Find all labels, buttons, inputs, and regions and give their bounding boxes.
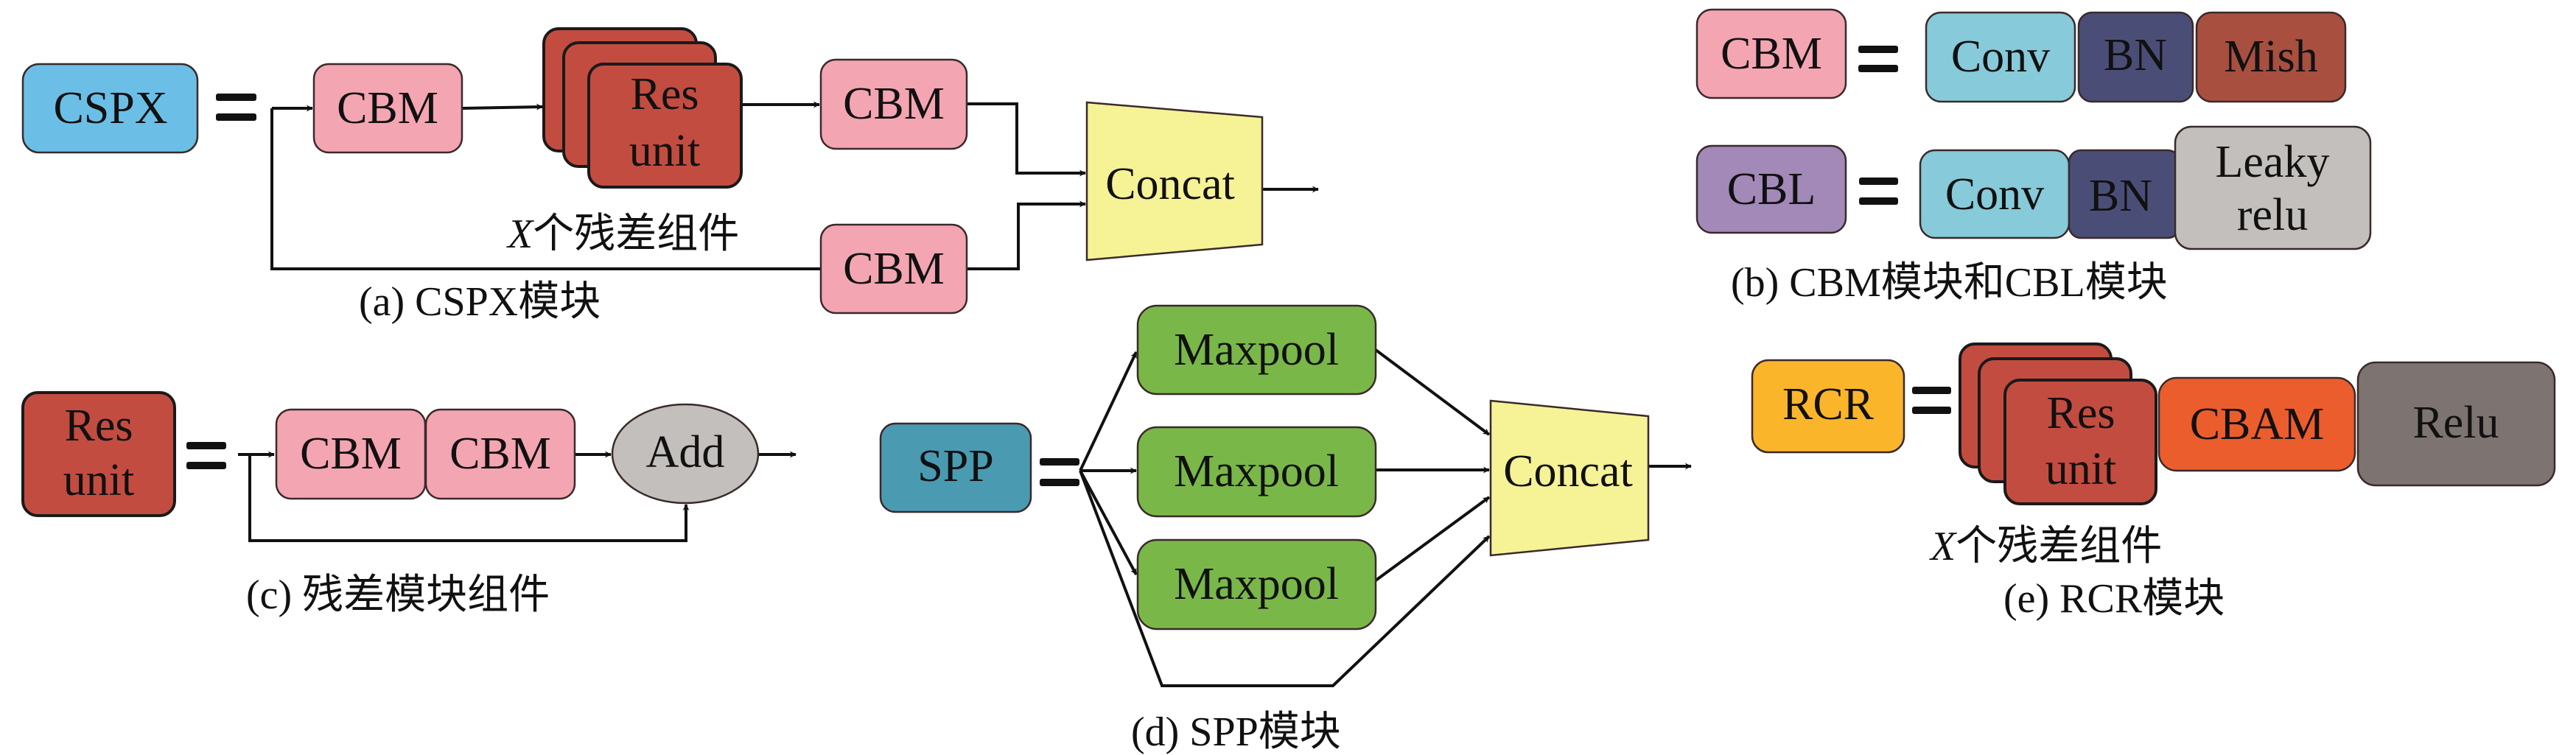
cbm-in-box <box>312 63 463 154</box>
res-unit-label-line2: unit <box>629 126 700 176</box>
res-unit-def-box <box>21 391 176 517</box>
bn2-label: BN <box>2089 171 2152 221</box>
cbm1-label: CBM <box>300 429 402 479</box>
panel-a-cspx: CSPX CBM Res unit CBM CBM Concat X个残差组 <box>21 27 1319 325</box>
add-label: Add <box>646 427 725 477</box>
conv-box <box>1925 11 2076 103</box>
wire-cbm-bottom-to-concat <box>967 200 1086 270</box>
panel-d-spp: SPP Maxpool Maxpool Maxpool Concat (d) S… <box>879 304 1692 755</box>
concat-block <box>1085 101 1264 261</box>
cbam-label: CBAM <box>2190 399 2325 449</box>
repeat-text: 个残差组件 <box>533 211 739 257</box>
rcr-res-line2: unit <box>2045 444 2116 494</box>
equals-sign-icon <box>186 442 226 469</box>
res-unit-stack: Res unit <box>542 27 743 189</box>
equals-sign-icon <box>1858 46 1898 72</box>
conv-label: Conv <box>1951 32 2050 82</box>
spp-box <box>879 422 1032 513</box>
cbam-box <box>2157 376 2356 472</box>
wire-to-pool3 <box>1079 470 1138 575</box>
cbm-bottom-label: CBM <box>843 244 945 294</box>
rcr-repeat-label: X个残差组件 <box>1929 524 2162 569</box>
mish-label: Mish <box>2224 32 2317 82</box>
leaky-relu-label-line2: relu <box>2237 190 2308 240</box>
rcr-label: RCR <box>1782 379 1875 429</box>
wire-shortcut <box>248 454 690 542</box>
bn-label: BN <box>2104 30 2167 80</box>
wire-cbm-top-to-concat <box>967 102 1086 177</box>
maxpool1-label: Maxpool <box>1174 325 1339 375</box>
cbm-def-box <box>1695 8 1847 99</box>
maxpool2-label: Maxpool <box>1174 446 1339 496</box>
spp-label: SPP <box>917 441 993 491</box>
concat-label: Concat <box>1105 159 1235 209</box>
res-unit-def-line2: unit <box>63 455 134 505</box>
cbl-def-box <box>1695 144 1847 234</box>
res-unit-label-line1: Res <box>631 69 699 119</box>
maxpool3-box <box>1136 538 1377 631</box>
cspx-label: CSPX <box>53 83 167 133</box>
rcr-box <box>1751 359 1905 454</box>
cbm2-label: CBM <box>449 429 551 479</box>
cbm2-box <box>424 408 576 500</box>
equals-sign-icon <box>1859 178 1898 205</box>
spp-concat-block <box>1489 399 1650 557</box>
repeat-label: X个残差组件 <box>506 211 739 257</box>
caption-c: (c) 残差模块组件 <box>246 572 550 618</box>
mish-box <box>2195 11 2347 103</box>
cbl-def-label: CBL <box>1727 164 1816 214</box>
caption-a: (a) CSPX模块 <box>359 279 601 325</box>
caption-d: (d) SPP模块 <box>1131 709 1341 755</box>
bn-box <box>2077 11 2194 103</box>
cbm-in-label: CBM <box>337 83 438 133</box>
rcr-res-unit-stack: Res unit <box>1959 343 2157 505</box>
maxpool3-label: Maxpool <box>1174 559 1339 609</box>
panel-c-res-unit: Res unit CBM CBM Add (c) 残差模块组件 <box>21 391 797 618</box>
maxpool1-box <box>1136 304 1377 396</box>
wire-bypass <box>270 108 821 270</box>
relu-label: Relu <box>2412 398 2499 448</box>
cbm-def-label: CBM <box>1721 29 1822 79</box>
panel-e-rcr: RCR Res unit CBAM Relu X个残差组件 (e) RCR模块 <box>1751 343 2556 622</box>
relu-box <box>2356 361 2556 487</box>
cbm-top-box <box>819 58 968 150</box>
conv2-label: Conv <box>1945 169 2044 220</box>
rcr-res-line1: Res <box>2047 388 2115 438</box>
caption-e: (e) RCR模块 <box>2003 576 2225 622</box>
leaky-relu-box <box>2174 125 2372 250</box>
wire-pool3-to-concat <box>1374 496 1491 582</box>
wire-bypass <box>1079 470 1491 687</box>
wire-cbm-to-res <box>461 103 543 110</box>
cspx-box <box>21 63 199 154</box>
maxpool2-box <box>1136 426 1377 518</box>
wire-pool1-to-concat <box>1374 348 1491 436</box>
wire-to-pool1 <box>1079 351 1138 471</box>
spp-concat-label: Concat <box>1503 446 1633 496</box>
leaky-relu-label-line1: Leaky <box>2216 137 2330 187</box>
panel-b-cbm-cbl: CBM Conv BN Mish CBL Conv BN Leaky relu … <box>1695 8 2372 306</box>
add-node <box>611 403 760 505</box>
rcr-repeat-count-var: X <box>1929 524 1958 569</box>
repeat-count-var: X <box>506 211 535 257</box>
cbm-bottom-box <box>819 223 968 315</box>
equals-sign-icon <box>216 94 256 121</box>
cbm-top-label: CBM <box>843 79 945 129</box>
equals-sign-icon <box>1040 458 1079 486</box>
rcr-repeat-text: 个残差组件 <box>1956 524 2162 569</box>
res-unit-def-line1: Res <box>65 401 133 451</box>
caption-b: (b) CBM模块和CBL模块 <box>1731 260 2168 306</box>
equals-sign-icon <box>1912 387 1951 414</box>
